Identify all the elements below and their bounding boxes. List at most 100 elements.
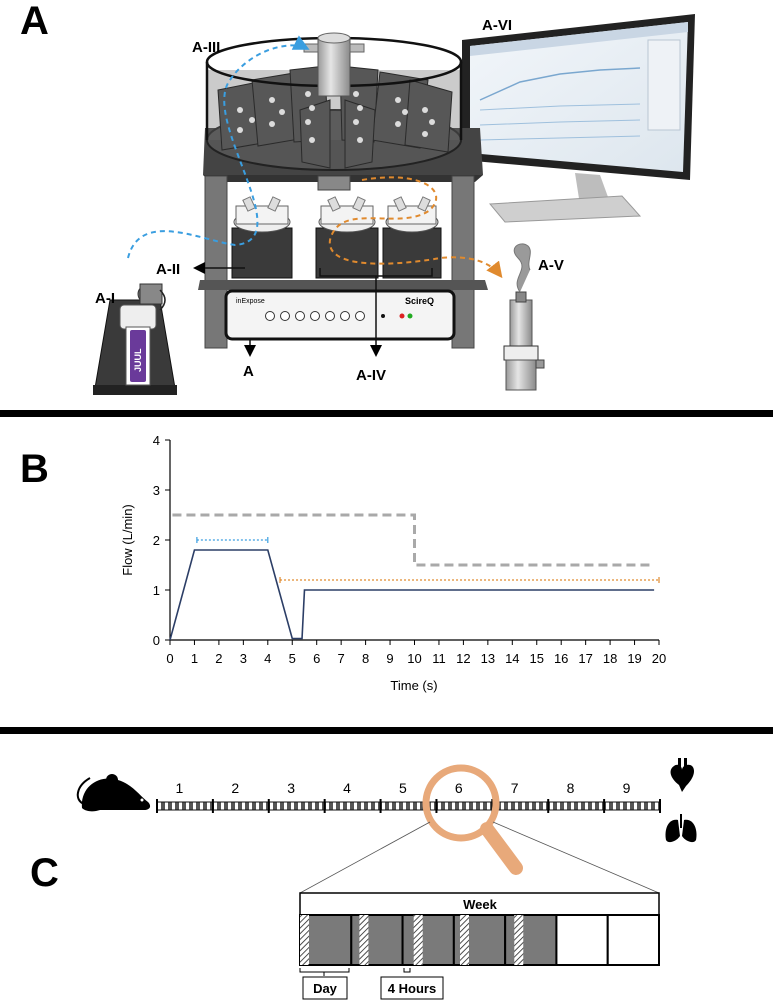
x-tick-label: 12 bbox=[456, 651, 470, 666]
exhaust-cylinder bbox=[503, 243, 545, 391]
x-tick-label: 6 bbox=[313, 651, 320, 666]
heart-icon bbox=[670, 758, 694, 792]
y-tick-label: 2 bbox=[153, 533, 160, 548]
day-label: Day bbox=[313, 981, 338, 996]
x-tick-label: 3 bbox=[240, 651, 247, 666]
x-tick-label: 17 bbox=[578, 651, 592, 666]
y-tick-label: 0 bbox=[153, 633, 160, 648]
hours-bracket bbox=[403, 968, 411, 973]
exposure-day-box bbox=[401, 914, 455, 966]
x-tick-label: 9 bbox=[386, 651, 393, 666]
x-tick-label: 15 bbox=[530, 651, 544, 666]
rest-day-box bbox=[555, 914, 609, 966]
vape-brand-label: JUUL bbox=[133, 348, 143, 372]
screen-trace-1 bbox=[479, 67, 641, 101]
x-tick-label: 16 bbox=[554, 651, 568, 666]
x-tick-label: 19 bbox=[627, 651, 641, 666]
y-tick-group: 0 1 2 3 4 bbox=[153, 433, 170, 648]
day-bracket bbox=[299, 968, 350, 973]
magnifier-icon bbox=[422, 764, 523, 875]
day-label-box bbox=[302, 976, 348, 1000]
x-tick-label: 14 bbox=[505, 651, 519, 666]
panel-letter-a: A bbox=[20, 0, 49, 43]
callout-a-ii: A-II bbox=[156, 261, 180, 278]
rest-day-box bbox=[606, 914, 661, 966]
interval-markers bbox=[196, 537, 660, 583]
week-number: 7 bbox=[511, 780, 519, 796]
x-tick-label: 1 bbox=[191, 651, 198, 666]
x-tick-label: 11 bbox=[432, 651, 446, 666]
y-tick-label: 1 bbox=[153, 583, 160, 598]
vape-device-holder: JUUL bbox=[93, 283, 177, 395]
day-box-group bbox=[299, 914, 661, 966]
series-line-dashed bbox=[172, 513, 655, 567]
exposure-day-box bbox=[504, 914, 558, 966]
lower-shelf bbox=[198, 280, 488, 290]
hours-label-box bbox=[380, 976, 444, 1000]
exposure-window-hatch bbox=[300, 915, 309, 965]
week-number: 6 bbox=[455, 780, 463, 796]
timeline-strip bbox=[156, 801, 661, 811]
x-tick-label: 13 bbox=[481, 651, 495, 666]
control-unit-right-label: ScireQ bbox=[405, 296, 434, 306]
panel-letter-b: B bbox=[20, 447, 49, 491]
separator-top bbox=[0, 410, 773, 417]
week-number: 8 bbox=[567, 780, 575, 796]
lungs-icon bbox=[665, 814, 697, 843]
monitor-base bbox=[488, 195, 642, 223]
screen-trace-4 bbox=[479, 135, 641, 141]
x-tick-label: 7 bbox=[338, 651, 345, 666]
control-unit-left-label: inExpose bbox=[236, 298, 265, 305]
panel-a: A bbox=[20, 0, 695, 395]
series-group bbox=[169, 513, 655, 641]
y-tick-label: 4 bbox=[153, 433, 160, 448]
smoke-plume bbox=[513, 243, 531, 293]
exposure-day-box bbox=[350, 914, 404, 966]
separator-bottom bbox=[0, 727, 773, 734]
week-number: 4 bbox=[343, 780, 351, 796]
screen-side-panel bbox=[647, 39, 681, 131]
y-axis-label: Flow (L/min) bbox=[120, 504, 135, 576]
callout-a-iii: A-III bbox=[192, 39, 220, 56]
x-tick-label: 18 bbox=[603, 651, 617, 666]
callout-a-vi: A-VI bbox=[482, 17, 512, 34]
exposure-window-hatch bbox=[514, 915, 524, 965]
carousel-spindle bbox=[317, 175, 351, 191]
zoom-line-left bbox=[299, 821, 431, 894]
week-number: 5 bbox=[399, 780, 407, 796]
y-tick-label: 3 bbox=[153, 483, 160, 498]
exposure-window-hatch bbox=[413, 915, 423, 965]
exposure-window-hatch bbox=[459, 915, 469, 965]
zoom-line-right bbox=[492, 821, 660, 894]
screen-trace-3 bbox=[479, 119, 641, 126]
monitor-screen bbox=[470, 22, 688, 172]
screen-trace-2 bbox=[479, 103, 641, 111]
table-leg-right bbox=[451, 175, 475, 349]
table-leg-left bbox=[204, 175, 228, 349]
week-number: 9 bbox=[623, 780, 631, 796]
carousel-exposure-chamber bbox=[205, 32, 463, 171]
x-tick-label: 20 bbox=[652, 651, 666, 666]
x-tick-label: 10 bbox=[407, 651, 421, 666]
series-line-solid bbox=[169, 549, 655, 641]
hours-label: 4 Hours bbox=[388, 981, 436, 996]
mouse-icon bbox=[76, 774, 151, 812]
week-number: 2 bbox=[231, 780, 239, 796]
x-tick-label: 8 bbox=[362, 651, 369, 666]
x-tick-label: 2 bbox=[215, 651, 222, 666]
x-tick-label: 4 bbox=[264, 651, 271, 666]
x-tick-label: 0 bbox=[166, 651, 173, 666]
week-number: 1 bbox=[175, 780, 183, 796]
dosing-chambers bbox=[231, 196, 442, 279]
exposure-window-hatch bbox=[359, 915, 369, 965]
outflow-path-orange bbox=[328, 176, 503, 279]
x-axis-label: Time (s) bbox=[390, 678, 437, 693]
week-header-label: Week bbox=[463, 897, 497, 912]
callout-a-v: A-V bbox=[538, 257, 564, 274]
